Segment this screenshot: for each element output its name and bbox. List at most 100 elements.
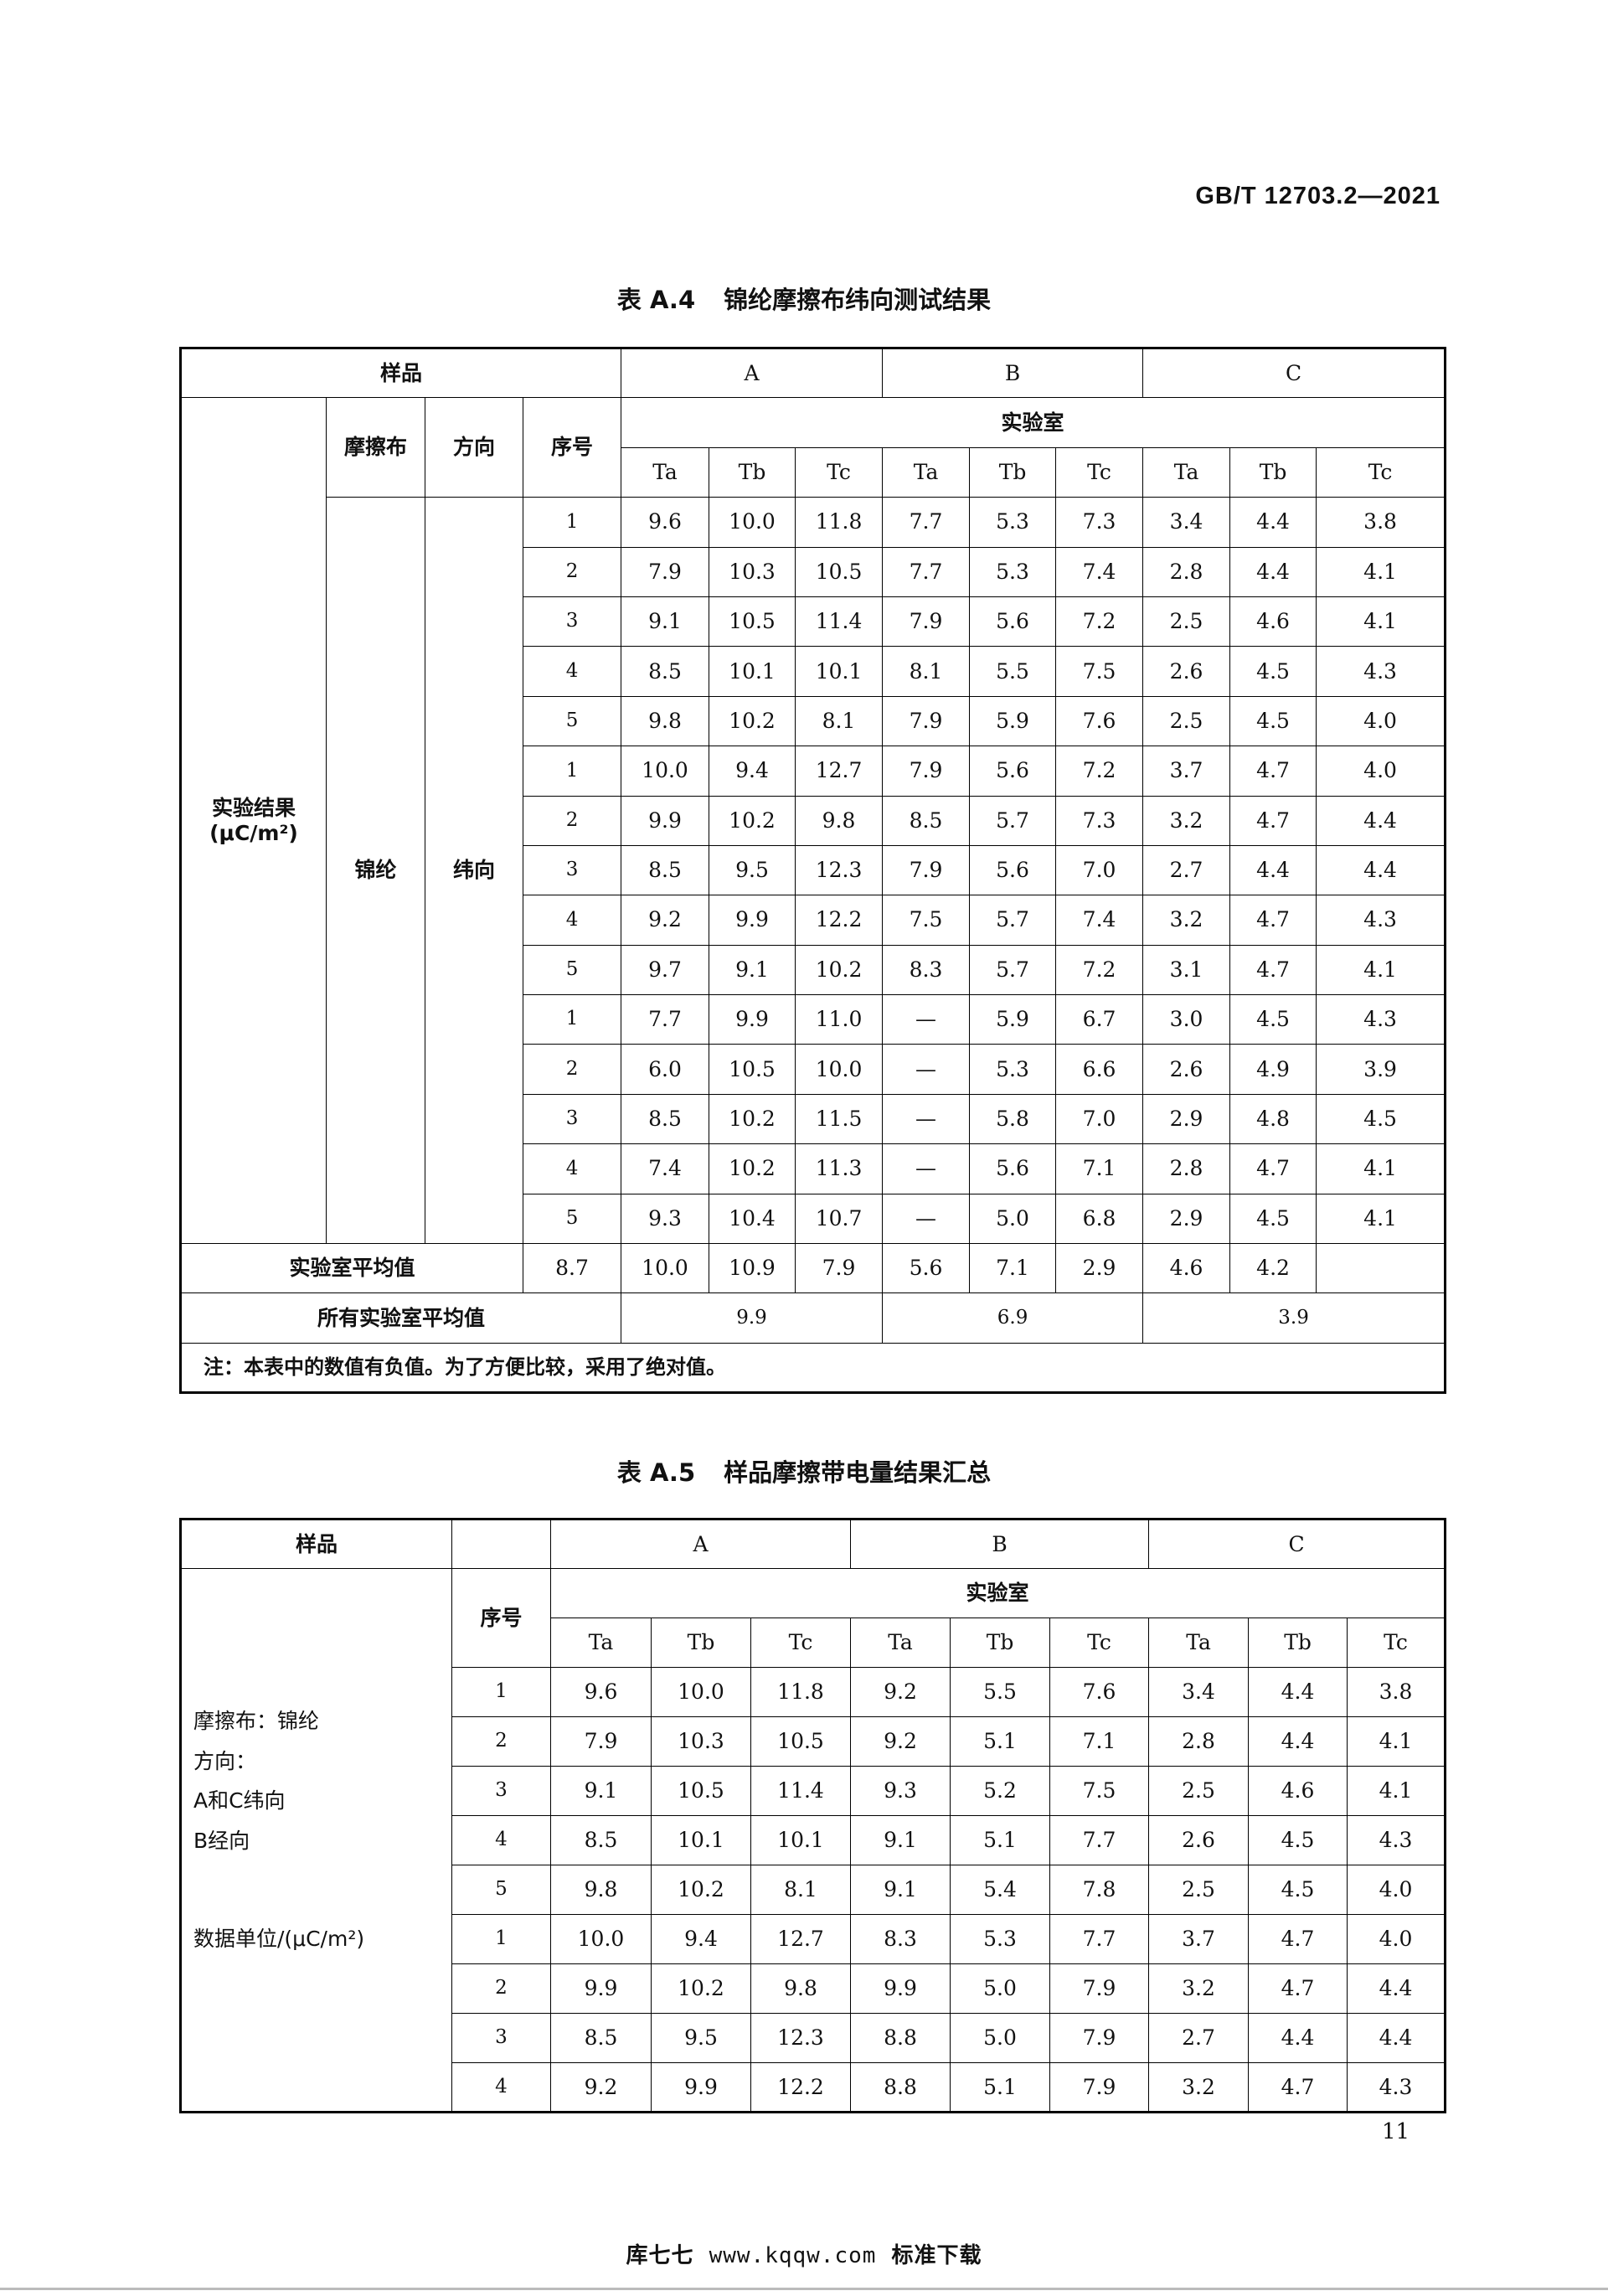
value-cell: 10.5 bbox=[651, 1766, 751, 1816]
value-cell: 10.2 bbox=[651, 1865, 751, 1915]
value-cell: 4.0 bbox=[1316, 746, 1446, 797]
value-cell: 7.7 bbox=[882, 546, 971, 597]
value-cell: 9.5 bbox=[709, 844, 796, 896]
value-cell: — bbox=[882, 994, 971, 1045]
value-cell: 4.5 bbox=[1229, 994, 1317, 1045]
value-cell: 4.3 bbox=[1316, 994, 1446, 1045]
value-cell: 3.2 bbox=[1142, 895, 1231, 946]
lab-average-cell: 5.6 bbox=[882, 1243, 971, 1294]
value-cell: 4.4 bbox=[1316, 844, 1446, 896]
lab-code-cell: Ta bbox=[1142, 446, 1231, 498]
page-number: 11 bbox=[1382, 2119, 1410, 2144]
value-cell: 4.3 bbox=[1347, 1815, 1446, 1865]
value-cell: 2.8 bbox=[1142, 546, 1231, 597]
note-row: 注：本表中的数值有负值。为了方便比较，采用了绝对值。 bbox=[179, 1342, 1446, 1394]
value-cell: 10.5 bbox=[709, 596, 796, 648]
value-cell: 2.8 bbox=[1148, 1716, 1250, 1767]
value-cell: 8.5 bbox=[550, 1815, 652, 1865]
value-cell: 4.4 bbox=[1248, 1667, 1348, 1717]
value-cell: 10.2 bbox=[651, 1963, 751, 2014]
lab-code-cell: Ta bbox=[1148, 1618, 1250, 1668]
value-cell: 9.9 bbox=[850, 1963, 951, 2014]
seq-cell: 5 bbox=[522, 1193, 622, 1245]
value-cell: 4.1 bbox=[1316, 546, 1446, 597]
value-cell: 5.6 bbox=[969, 1143, 1057, 1194]
value-cell: 4.3 bbox=[1316, 646, 1446, 697]
value-cell: 9.8 bbox=[621, 695, 710, 747]
value-cell: 10.1 bbox=[750, 1815, 852, 1865]
value-cell: 11.3 bbox=[795, 1143, 884, 1194]
sample-b-header: B bbox=[850, 1519, 1150, 1569]
value-cell: 10.0 bbox=[621, 746, 710, 797]
value-cell: 7.6 bbox=[1049, 1667, 1150, 1717]
value-cell: 7.9 bbox=[550, 1716, 652, 1767]
value-cell: 5.0 bbox=[969, 1193, 1057, 1245]
value-cell: — bbox=[882, 1193, 971, 1245]
value-cell: 12.3 bbox=[750, 2013, 852, 2063]
value-cell: 10.2 bbox=[709, 1093, 796, 1145]
side-unit: 数据单位/(μC/m²) bbox=[193, 1927, 365, 1951]
value-cell: 10.5 bbox=[709, 1044, 796, 1095]
value-cell: 4.4 bbox=[1248, 2013, 1348, 2063]
value-cell: 10.2 bbox=[709, 795, 796, 846]
value-cell: 5.1 bbox=[950, 1815, 1051, 1865]
value-cell: 9.6 bbox=[550, 1667, 652, 1717]
lab-average-cell: 2.9 bbox=[1055, 1243, 1144, 1294]
value-cell: 9.9 bbox=[621, 795, 710, 846]
lab-average-cell: 7.1 bbox=[969, 1243, 1057, 1294]
lab-code-cell: Ta bbox=[550, 1618, 652, 1668]
value-cell: 7.1 bbox=[1055, 1143, 1144, 1194]
value-cell: 8.8 bbox=[850, 2062, 951, 2113]
value-cell: 4.3 bbox=[1316, 895, 1446, 946]
value-cell: 7.8 bbox=[1049, 1865, 1150, 1915]
footer-site-name: 库七七 bbox=[626, 2243, 694, 2268]
value-cell: 4.4 bbox=[1248, 1716, 1348, 1767]
value-cell: 7.9 bbox=[1049, 2013, 1150, 2063]
value-cell: 12.2 bbox=[750, 2062, 852, 2113]
value-cell: 5.3 bbox=[950, 1914, 1051, 1964]
value-cell: 4.1 bbox=[1316, 1143, 1446, 1194]
value-cell: 7.9 bbox=[882, 746, 971, 797]
value-cell: 5.1 bbox=[950, 2062, 1051, 2113]
value-cell: 9.2 bbox=[850, 1667, 951, 1717]
value-cell: 9.8 bbox=[795, 795, 884, 846]
seq-cell: 2 bbox=[522, 795, 622, 846]
seq-cell: 1 bbox=[522, 994, 622, 1045]
table-a4-lab-header-row: 实验结果 (μC/m²) 摩擦布 方向 序号 实验室 bbox=[180, 397, 1446, 1245]
value-cell: 2.6 bbox=[1142, 1044, 1231, 1095]
all-lab-average-cell: 6.9 bbox=[882, 1292, 1144, 1344]
lab-header: 实验室 bbox=[621, 397, 1446, 448]
value-cell: 4.4 bbox=[1229, 497, 1317, 548]
value-cell: 9.8 bbox=[550, 1865, 652, 1915]
lab-code-cell: Tc bbox=[1347, 1618, 1446, 1668]
footer-url[interactable]: www.kqqw.com bbox=[709, 2243, 877, 2268]
value-cell: 11.0 bbox=[795, 994, 884, 1045]
value-cell: 4.5 bbox=[1248, 1865, 1348, 1915]
table-a4-title: 锦纶摩擦布纬向测试结果 bbox=[724, 286, 992, 314]
value-cell: 10.5 bbox=[795, 546, 884, 597]
value-cell: 2.9 bbox=[1142, 1093, 1231, 1145]
lab-code-cell: Tb bbox=[709, 446, 796, 498]
value-cell: 3.7 bbox=[1148, 1914, 1250, 1964]
value-cell: 4.4 bbox=[1229, 844, 1317, 896]
seq-cell: 3 bbox=[451, 1766, 551, 1816]
value-cell: 8.5 bbox=[882, 795, 971, 846]
value-cell: 9.2 bbox=[850, 1716, 951, 1767]
seq-cell: 4 bbox=[522, 646, 622, 697]
value-cell: 9.9 bbox=[651, 2062, 751, 2113]
value-cell: 7.9 bbox=[882, 596, 971, 648]
value-cell: 2.6 bbox=[1148, 1815, 1250, 1865]
value-cell: 9.6 bbox=[621, 497, 710, 548]
value-cell: 3.2 bbox=[1142, 795, 1231, 846]
value-cell: 11.4 bbox=[795, 596, 884, 648]
value-cell: 9.2 bbox=[621, 895, 710, 946]
value-cell: 7.3 bbox=[1055, 497, 1144, 548]
